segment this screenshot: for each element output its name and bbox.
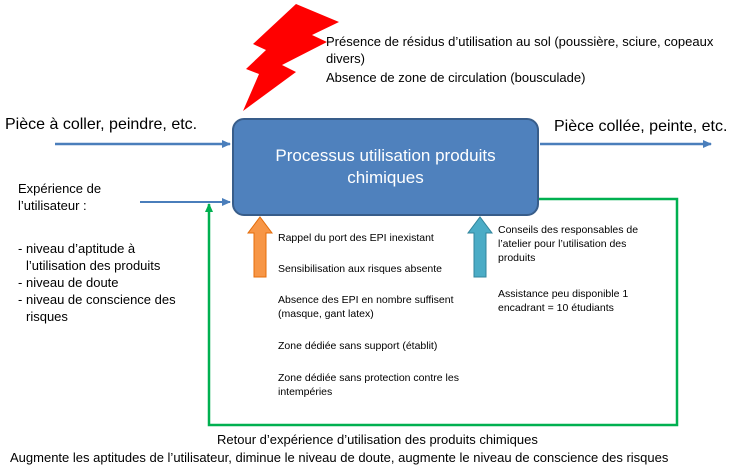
process-box: Processus utilisation produits chimiques — [232, 118, 539, 216]
lightning-icon — [243, 4, 339, 111]
feedback-loop-arrow — [205, 197, 679, 427]
constraint-item: Rappel du port des EPI inexistant — [278, 232, 434, 244]
feedback-description: Augmente les aptitudes de l’utilisateur,… — [10, 450, 669, 465]
output-label: Pièce collée, peinte, etc. — [554, 118, 728, 135]
constraint-item: Absence des EPI en nombre suffisent (mas… — [278, 294, 454, 320]
feedback-title: Retour d’expérience d’utilisation des pr… — [217, 432, 538, 447]
experience-item: niveau d’aptitude à l’utilisation des pr… — [18, 240, 198, 274]
hazard-text: Absence de zone de circulation (bouscula… — [326, 70, 586, 85]
input-label: Pièce à coller, peindre, etc. — [5, 116, 198, 133]
experience-item: niveau de doute — [18, 274, 198, 291]
process-label: Processus utilisation produits chimiques — [275, 146, 496, 187]
advice-up-arrow — [467, 216, 493, 278]
constraint-item: Sensibilisation aux risques absente — [278, 263, 443, 275]
hazard-text: Présence de résidus d’utilisation au sol… — [326, 34, 714, 66]
experience-list: niveau d’aptitude à l’utilisation des pr… — [18, 240, 198, 325]
constraint-item: Zone dédiée sans protection contre les i… — [278, 372, 459, 398]
constraint-up-arrow — [247, 216, 273, 278]
constraint-item: Zone dédiée sans support (établit) — [278, 340, 438, 352]
experience-item: niveau de conscience des risques — [18, 291, 198, 325]
experience-title: Expérience de l’utilisateur : — [18, 181, 102, 213]
hazard-list: Présence de résidus d’utilisation au sol… — [326, 33, 742, 86]
advice-item: Conseils des responsables de l’atelier p… — [498, 224, 639, 264]
advice-item: Assistance peu disponible 1 encadrant = … — [498, 288, 629, 314]
